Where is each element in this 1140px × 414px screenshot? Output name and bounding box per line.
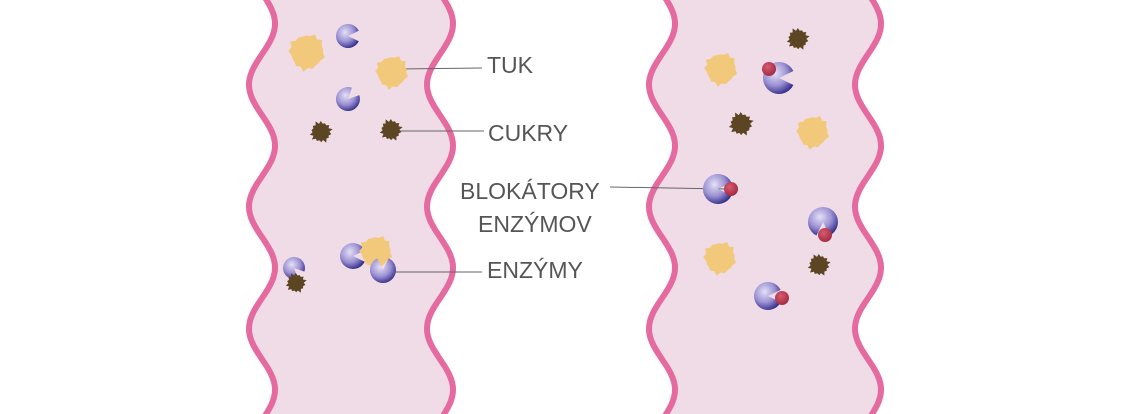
- sugar-particle: [807, 254, 831, 276]
- fat-particle: [796, 116, 829, 150]
- enzyme-particle: [335, 24, 359, 48]
- sugar-particle: [285, 272, 307, 293]
- sugar-particle: [309, 121, 333, 143]
- enzyme-particle: [808, 206, 839, 236]
- right-vessel-left-wall: [645, 0, 679, 414]
- left-vessel: [245, 0, 457, 414]
- enzyme-particle: [340, 243, 365, 270]
- sugars-label: CUKRY: [488, 120, 569, 146]
- enzyme-particle: [753, 282, 781, 310]
- right-vessel-lumen: [649, 0, 881, 414]
- sugar-particle: [379, 119, 403, 141]
- right-vessel: [645, 0, 885, 414]
- enzyme-particle: [335, 87, 360, 112]
- left-vessel-lumen: [249, 0, 453, 414]
- particles-layer: [283, 24, 839, 310]
- sugar-particle: [728, 112, 754, 136]
- blocker-particle: [724, 182, 738, 196]
- left-vessel-left-wall: [245, 0, 279, 414]
- fat-leader-line: [397, 67, 483, 70]
- blocker-particle: [762, 62, 776, 76]
- fat-particle: [359, 236, 392, 270]
- blocker-particle: [818, 228, 832, 242]
- enzyme-particle: [283, 257, 306, 280]
- fat-particle: [288, 34, 325, 72]
- sugar-particle: [786, 28, 810, 50]
- fat-label: TUK: [487, 52, 533, 78]
- fat-particle: [704, 53, 737, 87]
- enzyme-particle: [370, 258, 396, 283]
- blocker-particle: [775, 291, 789, 305]
- blockers-label-line1: BLOKÁTORY: [460, 178, 600, 204]
- fat-particle: [703, 242, 736, 276]
- blockers-label-line2: ENZÝMOV: [478, 211, 592, 237]
- fat-particle: [375, 56, 408, 90]
- enzymes-label: ENZÝMY: [487, 257, 583, 283]
- right-vessel-right-wall: [851, 0, 885, 414]
- enzyme-particle: [702, 174, 732, 204]
- left-vessel-right-wall: [423, 0, 457, 414]
